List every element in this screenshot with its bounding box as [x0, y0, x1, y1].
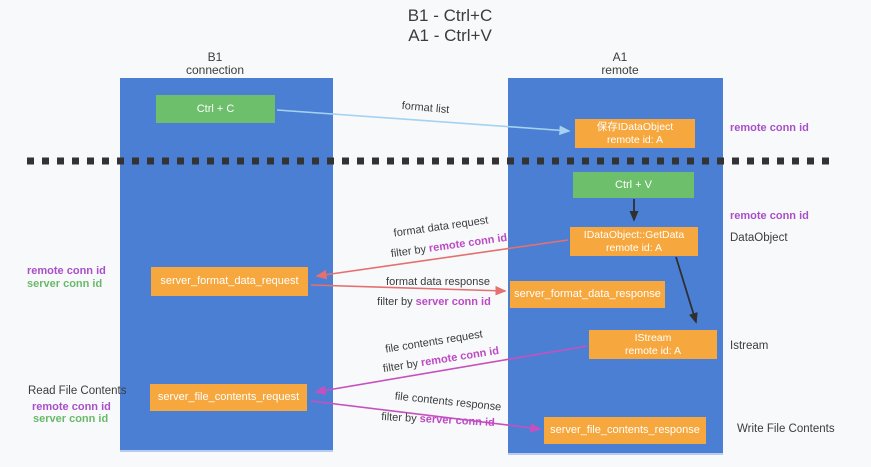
save-idataobject-line1: 保存IDataObject [596, 120, 674, 133]
server-file-contents-request-label: server_file_contents_request [157, 391, 300, 403]
left-bottom-remote-conn-id: remote conn id [32, 401, 111, 413]
left-remote-conn-id: remote conn id [27, 265, 106, 277]
right-remote-conn-id-top: remote conn id [730, 122, 809, 134]
ctrl-v-label: Ctrl + V [615, 179, 652, 191]
server-file-contents-request-box: server_file_contents_request [150, 384, 307, 411]
lifeline-header-b1: B1 connection [155, 51, 275, 77]
server-format-data-request-box: server_format_data_request [151, 267, 308, 296]
server-format-data-response-label: server_format_data_response [514, 288, 661, 300]
filter-by-text: filter by [382, 357, 420, 376]
lifeline-header-a1: A1 remote [560, 51, 680, 77]
filter-by-text: filter by [377, 296, 413, 308]
write-file-contents-label: Write File Contents [737, 423, 835, 435]
save-idataobject-line2: remote id: A [606, 133, 664, 146]
ctrl-c-box: Ctrl + C [156, 95, 275, 123]
remote-conn-id-text: remote conn id [420, 344, 500, 370]
idataobject-getdata-box: IDataObject::GetData remote id: A [570, 227, 698, 256]
lifeline-a1-role: remote [601, 63, 639, 77]
left-server-conn-id: server conn id [27, 278, 103, 290]
dataobject-label: DataObject [730, 232, 788, 244]
server-format-data-request-label: server_format_data_request [160, 275, 299, 287]
istream-line1: IStream [634, 331, 672, 344]
remote-conn-id-text: remote conn id [428, 231, 508, 255]
filter-by-text: filter by [390, 243, 427, 261]
format-list-label: format list [401, 99, 450, 117]
title-line-2: A1 - Ctrl+V [408, 26, 492, 45]
read-file-contents-label: Read File Contents [28, 385, 127, 397]
diagram-title: B1 - Ctrl+C A1 - Ctrl+V [330, 6, 570, 46]
ctrl-c-label: Ctrl + C [196, 103, 235, 115]
right-remote-conn-id-mid: remote conn id [730, 210, 809, 222]
ctrl-v-box: Ctrl + V [573, 172, 694, 198]
lifeline-b1-name: B1 [207, 50, 223, 64]
getdata-line1: IDataObject::GetData [583, 228, 685, 241]
server-conn-id-text: server conn id [415, 296, 491, 308]
file-contents-response-label: file contents response [394, 390, 502, 414]
lifeline-a1-name: A1 [612, 50, 628, 64]
title-line-1: B1 - Ctrl+C [407, 6, 493, 25]
istream-line2: remote id: A [624, 344, 682, 357]
getdata-line2: remote id: A [605, 241, 663, 254]
server-file-contents-response-box: server_file_contents_response [544, 417, 706, 444]
lifeline-b1-role: connection [185, 63, 245, 77]
server-format-data-response-box: server_format_data_response [510, 281, 665, 308]
server-file-contents-response-label: server_file_contents_response [550, 424, 700, 436]
save-idataobject-box: 保存IDataObject remote id: A [575, 119, 695, 148]
filter-by-text: filter by [380, 411, 417, 425]
istream-box: IStream remote id: A [589, 330, 717, 359]
format-data-response-label: format data response [386, 276, 490, 288]
server-conn-id-text: server conn id [419, 413, 496, 429]
left-bottom-server-conn-id: server conn id [33, 413, 109, 425]
istream-side-label: Istream [730, 340, 769, 352]
